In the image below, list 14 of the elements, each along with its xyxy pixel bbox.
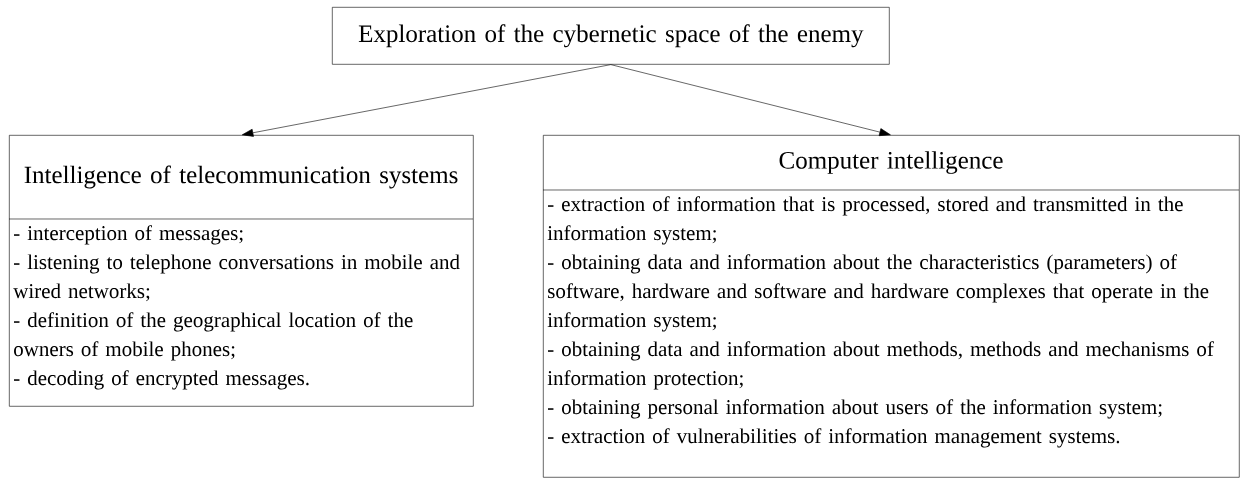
list-item: - definition of the geographical location of the owners of mobile phones; [14, 312, 413, 361]
category-box: Intelligence of telecommunication systems - interception of messages; - listening to telephone conversations in mobile and wired networks; - definition of the geographical location of the owners of mobile phones; - decoding of encrypted messages. [8, 135, 474, 407]
list-item: - listening to telephone conversations in mobile and wired networks; [13, 254, 460, 302]
list-item: - extraction of vulnerabilities of information management systems. [548, 428, 1120, 448]
list-item: - obtaining personal information about users of the information system; [548, 399, 1162, 419]
list-item: - obtaining data and information about the characteristics (parameters) of software, hardware and software and hardware complexes that operate in the information system; [547, 254, 1209, 332]
arrow [610, 64, 891, 136]
arrow [241, 64, 612, 137]
list-item: - decoding of encrypted messages. [14, 370, 309, 390]
list-item: - interception of messages; [14, 225, 243, 245]
title-box: Exploration of the cybernetic space of the enemy [332, 7, 890, 65]
category-box: Computer intelligence - extraction of information that is processed, stored and transmitted in the information system; - obtaining data and information about the characteristics (parameters) of software, hardware and software and hardware complexes that operate in the information system; - obtaining data and information about methods, methods and mechanisms of information protection; - obtaining personal information about users of the information system; - extraction of vulnerabilities of information management systems. [542, 135, 1240, 478]
list-item: - extraction of information that is processed, stored and transmitted in the information system; [547, 196, 1183, 245]
list-item: - obtaining data and information about methods, methods and mechanisms of information protection; [547, 341, 1214, 390]
